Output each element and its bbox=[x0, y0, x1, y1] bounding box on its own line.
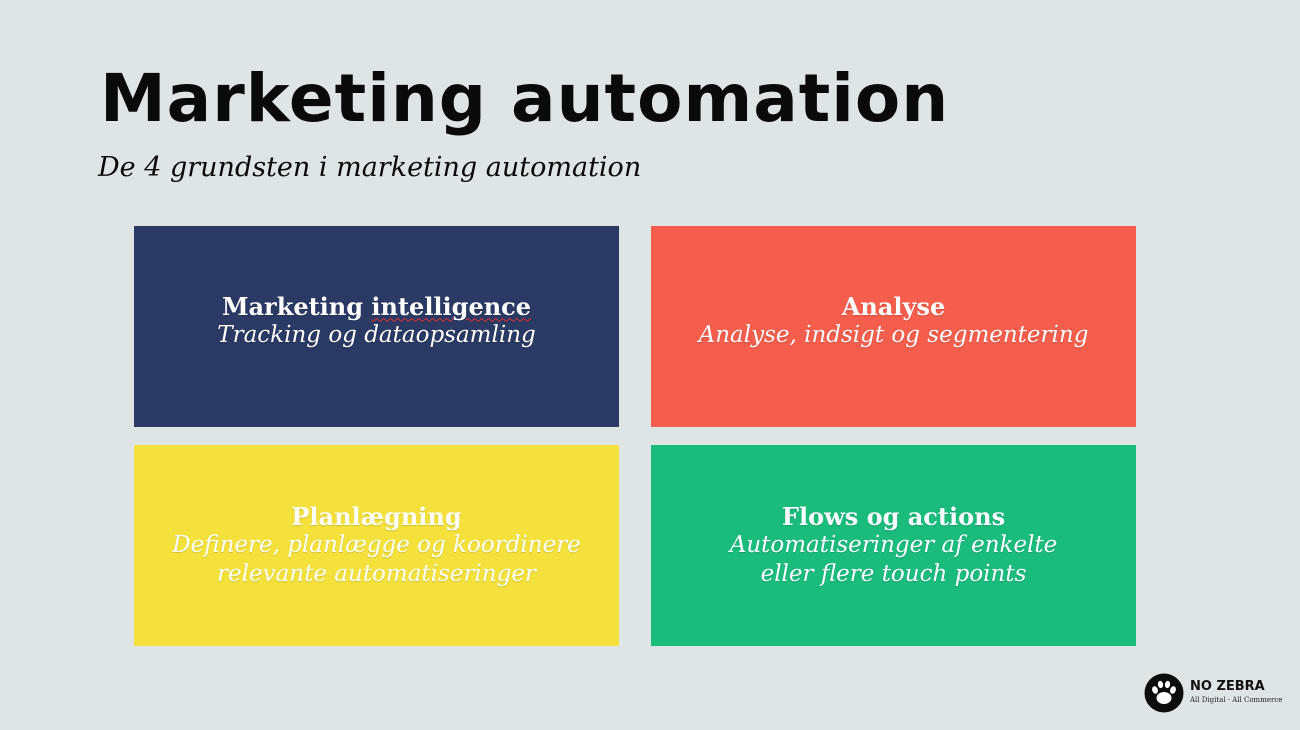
slide-subtitle: De 4 grundsten i marketing automation bbox=[98, 152, 642, 183]
paw-print-icon bbox=[1144, 673, 1184, 713]
logo-name: NO ZEBRA bbox=[1190, 679, 1265, 694]
box-description: Definere, planlægge og koordinere releva… bbox=[172, 532, 581, 587]
box-heading-part: Marketing bbox=[221, 291, 372, 321]
box-description: Automatiseringer af enkelte eller flere … bbox=[729, 532, 1058, 587]
box-heading: Flows og actions bbox=[781, 502, 1006, 531]
box-heading: Analyse bbox=[841, 291, 946, 321]
box-flows-og-actions: Flows og actions Automatiseringer af enk… bbox=[651, 445, 1136, 646]
box-heading: Planlægning bbox=[291, 502, 462, 531]
box-analyse: Analyse Analyse, indsigt og segmentering bbox=[651, 226, 1136, 427]
slide-title: Marketing automation bbox=[100, 60, 950, 137]
logo-tagline: All Digital · All Commerce bbox=[1190, 696, 1283, 704]
box-planlaegning: Planlægning Definere, planlægge og koord… bbox=[134, 445, 619, 646]
spellcheck-underlined-word: intelligence bbox=[371, 291, 532, 321]
box-description: Tracking og dataopsamling bbox=[217, 321, 536, 348]
box-heading: Marketing intelligence bbox=[222, 292, 531, 321]
no-zebra-logo: NO ZEBRA All Digital · All Commerce bbox=[1144, 673, 1282, 717]
box-description: Analyse, indsigt og segmentering bbox=[698, 321, 1089, 348]
box-marketing-intelligence: Marketing intelligence Tracking og datao… bbox=[134, 226, 619, 427]
